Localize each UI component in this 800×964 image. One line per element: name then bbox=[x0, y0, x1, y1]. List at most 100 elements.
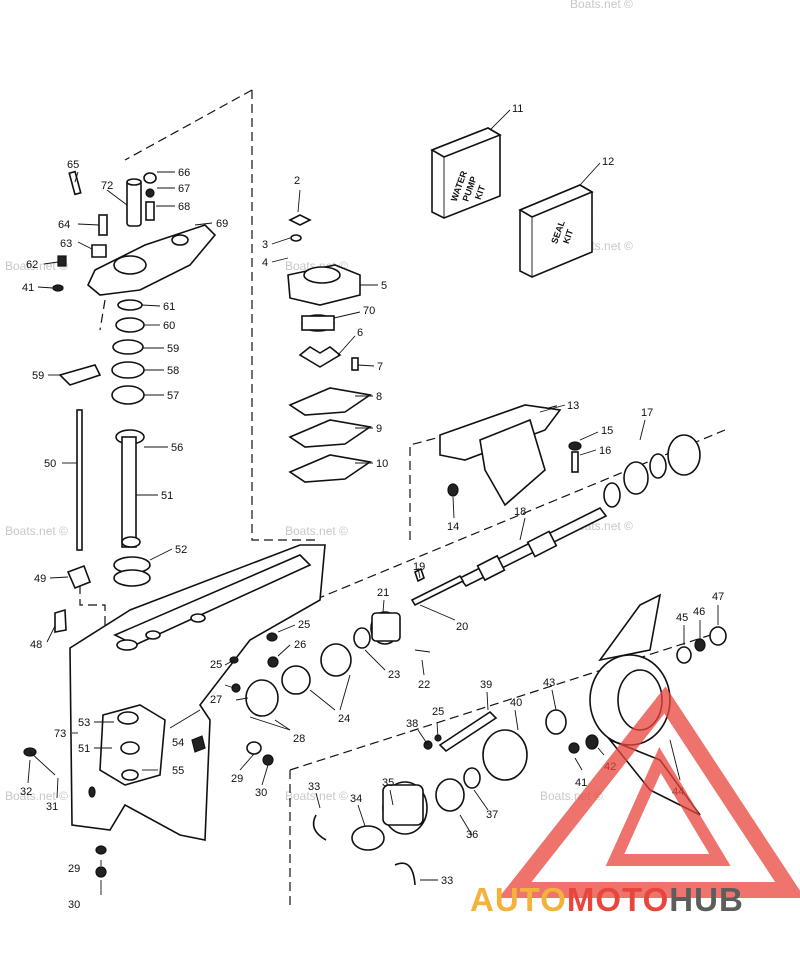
callout-number: 26 bbox=[294, 639, 306, 651]
kit-label-line: KIT bbox=[561, 228, 576, 246]
callout-number: 43 bbox=[543, 677, 555, 689]
callout-number: 30 bbox=[255, 787, 267, 799]
callout-number: 10 bbox=[376, 458, 388, 470]
kit-label-line: KIT bbox=[473, 183, 488, 201]
callout-number: 34 bbox=[350, 793, 362, 805]
callout-number: 33 bbox=[441, 875, 453, 887]
brand-wordmark-part: AUTO bbox=[470, 881, 567, 918]
watermark: Boats.net © bbox=[285, 524, 348, 538]
callout-number: 46 bbox=[693, 606, 705, 618]
callout-number: 65 bbox=[67, 159, 79, 171]
callout-number: 28 bbox=[293, 733, 305, 745]
callout-number: 67 bbox=[178, 183, 190, 195]
brand-wordmark-part: HUB bbox=[669, 881, 744, 918]
brand-wordmark: AUTOMOTOHUB bbox=[470, 880, 800, 920]
callout-number: 5 bbox=[381, 280, 387, 292]
water-pump-kit-box: WATER PUMP KIT bbox=[430, 127, 502, 219]
callout-number: 8 bbox=[376, 391, 382, 403]
callout-number: 12 bbox=[602, 156, 614, 168]
callout-number: 55 bbox=[172, 765, 184, 777]
callout-number: 57 bbox=[167, 390, 179, 402]
propeller-shaft bbox=[410, 434, 701, 607]
callout-number: 62 bbox=[26, 259, 38, 271]
callout-number: 51 bbox=[78, 743, 90, 755]
callout-number: 69 bbox=[216, 218, 228, 230]
callout-number: 36 bbox=[466, 829, 478, 841]
callout-number: 9 bbox=[376, 423, 382, 435]
logo-triangle-inner bbox=[605, 747, 731, 866]
callout-number: 33 bbox=[308, 781, 320, 793]
driveshaft-bearing-stack bbox=[54, 299, 151, 633]
callout-number: 22 bbox=[418, 679, 430, 691]
callout-number: 72 bbox=[101, 180, 113, 192]
callout-number: 7 bbox=[377, 361, 383, 373]
callout-number: 4 bbox=[262, 257, 268, 269]
callout-number: 45 bbox=[676, 612, 688, 624]
watermark: Boats.net © bbox=[5, 524, 68, 538]
watermark: Boats.net © bbox=[570, 0, 633, 11]
shift-shaft-parts bbox=[52, 170, 217, 296]
callout-number: 53 bbox=[78, 717, 90, 729]
callout-number: 3 bbox=[262, 239, 268, 251]
callout-number: 18 bbox=[514, 506, 526, 518]
callout-number: 30 bbox=[68, 899, 80, 911]
callout-number: 2 bbox=[294, 175, 300, 187]
callout-number: 59 bbox=[167, 343, 179, 355]
leader-lines bbox=[27, 109, 719, 895]
callout-number: 6 bbox=[357, 327, 363, 339]
callout-number: 29 bbox=[231, 773, 243, 785]
brand-logo-triangle bbox=[498, 686, 800, 898]
pinion-bearing-parts bbox=[229, 627, 371, 766]
callout-number: 17 bbox=[641, 407, 653, 419]
callout-number: 14 bbox=[447, 521, 459, 533]
callout-number: 35 bbox=[382, 777, 394, 789]
callout-number: 40 bbox=[510, 697, 522, 709]
trim-tab-anode bbox=[439, 404, 582, 507]
brand-wordmark-part: MOTO bbox=[566, 881, 670, 918]
callout-number: 63 bbox=[60, 238, 72, 250]
callout-number: 20 bbox=[456, 621, 468, 633]
callout-number: 61 bbox=[163, 301, 175, 313]
callout-number: 56 bbox=[171, 442, 183, 454]
callout-number: 25 bbox=[210, 659, 222, 671]
water-pump-stack bbox=[287, 214, 373, 483]
callout-number: 41 bbox=[575, 777, 587, 789]
callout-number: 50 bbox=[44, 458, 56, 470]
callout-number: 25 bbox=[432, 706, 444, 718]
callout-number: 49 bbox=[34, 573, 46, 585]
callout-number: 16 bbox=[599, 445, 611, 457]
callout-number: 60 bbox=[163, 320, 175, 332]
callout-number: 70 bbox=[363, 305, 375, 317]
callout-number: 11 bbox=[512, 103, 523, 115]
clutch-and-forward-gear bbox=[370, 611, 431, 653]
logo-triangle-outer bbox=[498, 686, 800, 898]
callout-number: 54 bbox=[172, 737, 184, 749]
callout-numbers: 65 72 66 67 68 69 64 63 62 41 61 60 59 5… bbox=[20, 103, 724, 911]
callout-number: 29 bbox=[68, 863, 80, 875]
callout-number: 31 bbox=[46, 801, 58, 813]
callout-number: 19 bbox=[413, 561, 425, 573]
callout-number: 21 bbox=[377, 587, 389, 599]
callout-number: 23 bbox=[388, 669, 400, 681]
callout-number: 64 bbox=[58, 219, 70, 231]
callout-number: 68 bbox=[178, 201, 190, 213]
seal-kit-box: SEAL KIT bbox=[518, 184, 594, 278]
callout-number: 37 bbox=[486, 809, 498, 821]
callout-number: 25 bbox=[298, 619, 310, 631]
callout-number: 15 bbox=[601, 425, 613, 437]
watermark: Boats.net © bbox=[5, 789, 68, 803]
callout-number: 66 bbox=[178, 167, 190, 179]
callout-number: 48 bbox=[30, 639, 42, 651]
callout-number: 47 bbox=[712, 591, 724, 603]
callout-number: 73 bbox=[54, 728, 66, 740]
propeller bbox=[545, 593, 727, 816]
callout-number: 41 bbox=[22, 282, 34, 294]
gearcase-housing bbox=[23, 544, 326, 878]
callout-number: 39 bbox=[480, 679, 492, 691]
callout-number: 38 bbox=[406, 718, 418, 730]
callout-number: 27 bbox=[210, 694, 222, 706]
callout-number: 51 bbox=[161, 490, 173, 502]
callout-number: 13 bbox=[567, 400, 579, 412]
bearing-carrier-parts bbox=[312, 710, 528, 886]
